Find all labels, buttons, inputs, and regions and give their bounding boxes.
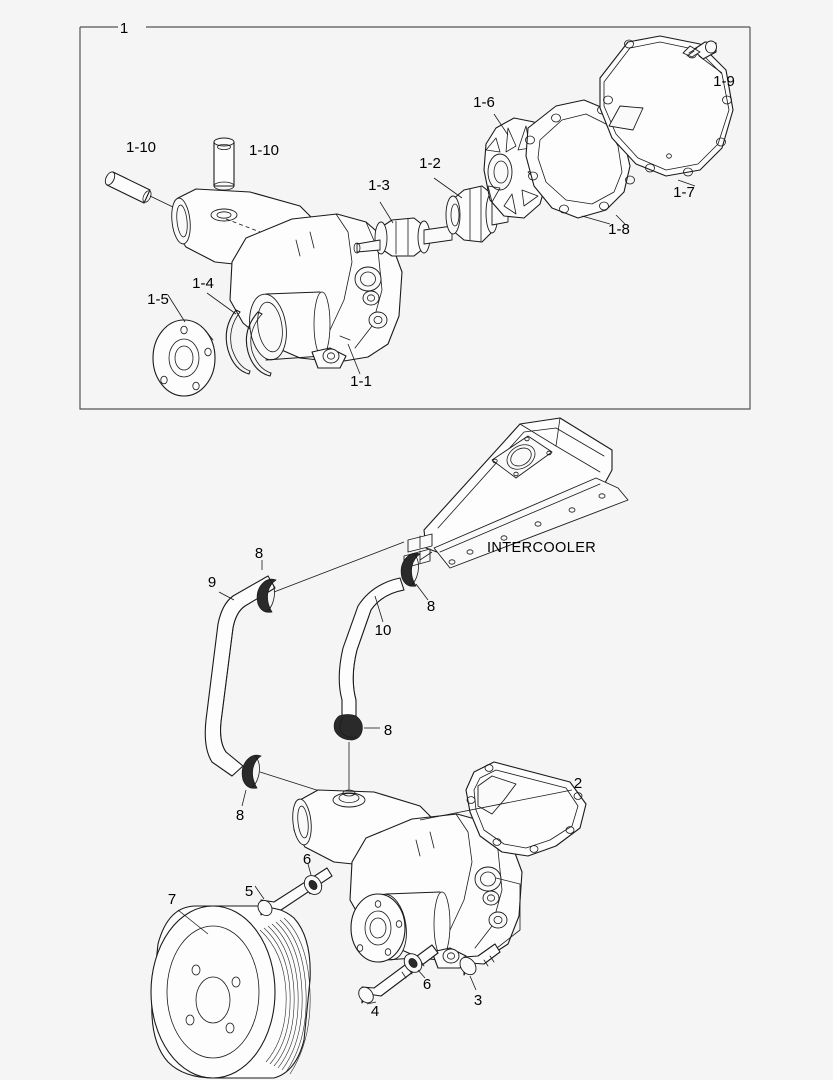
intercooler-label: INTERCOOLER xyxy=(487,540,596,556)
top-callout-labels: 1 1-10 1-10 1-3 1-2 1-6 1-9 1-7 1-8 1-5 … xyxy=(120,20,735,390)
snap-ring xyxy=(225,309,272,377)
callout-1-3: 1-3 xyxy=(368,177,390,194)
callout-10: 10 xyxy=(375,622,392,639)
hose-clamp-upper-right xyxy=(400,552,429,601)
pump-housing-lower xyxy=(292,789,523,969)
bearing-seal xyxy=(433,177,509,243)
callout-8-d: 8 xyxy=(236,807,244,824)
callout-3: 3 xyxy=(474,992,482,1009)
pulley xyxy=(150,905,311,1079)
washer-lower xyxy=(403,953,426,979)
callout-4: 4 xyxy=(371,1003,379,1020)
bottom-callout-leaders xyxy=(218,591,384,623)
callout-1-7: 1-7 xyxy=(673,184,695,201)
water-hose-long xyxy=(204,575,276,777)
callout-1-10b: 1-10 xyxy=(249,142,279,159)
pump-hub-flange xyxy=(152,319,216,397)
cover-gasket xyxy=(525,99,635,225)
hose-clamp-upper-left xyxy=(256,560,277,613)
top-callout-leaders xyxy=(167,214,626,375)
callout-6-b: 6 xyxy=(423,976,431,993)
hose-clamp-mid xyxy=(333,714,380,741)
mounting-gasket xyxy=(419,761,587,857)
assembly-box xyxy=(79,26,751,410)
callout-7: 7 xyxy=(168,891,176,908)
callout-1-10a: 1-10 xyxy=(126,139,156,156)
callout-2: 2 xyxy=(574,775,582,792)
callout-8-c: 8 xyxy=(384,722,392,739)
callout-1-8: 1-8 xyxy=(608,221,630,238)
callout-8-a: 8 xyxy=(255,545,263,562)
callout-9: 9 xyxy=(208,574,216,591)
callout-1-9: 1-9 xyxy=(713,73,735,90)
callout-6-a: 6 xyxy=(303,851,311,868)
callout-1: 1 xyxy=(120,20,128,37)
washer-upper xyxy=(303,863,323,895)
hose-clamp-lower-left xyxy=(241,754,262,807)
callout-5: 5 xyxy=(245,883,253,900)
intercooler: INTERCOOLER xyxy=(403,417,629,569)
callout-1-4: 1-4 xyxy=(192,275,214,292)
short-bolt xyxy=(459,877,521,991)
bottom-callout-labels: 8 9 8 10 8 8 2 6 5 7 6 4 3 xyxy=(168,545,582,1020)
callout-1-2: 1-2 xyxy=(419,155,441,172)
rear-cover-plate xyxy=(599,35,734,187)
cover-bolt xyxy=(682,40,723,74)
callout-1-1: 1-1 xyxy=(350,373,372,390)
callout-1-6: 1-6 xyxy=(473,94,495,111)
pump-shaft-bearing xyxy=(353,201,453,257)
callout-1-5: 1-5 xyxy=(147,291,169,308)
callout-8-b: 8 xyxy=(427,598,435,615)
